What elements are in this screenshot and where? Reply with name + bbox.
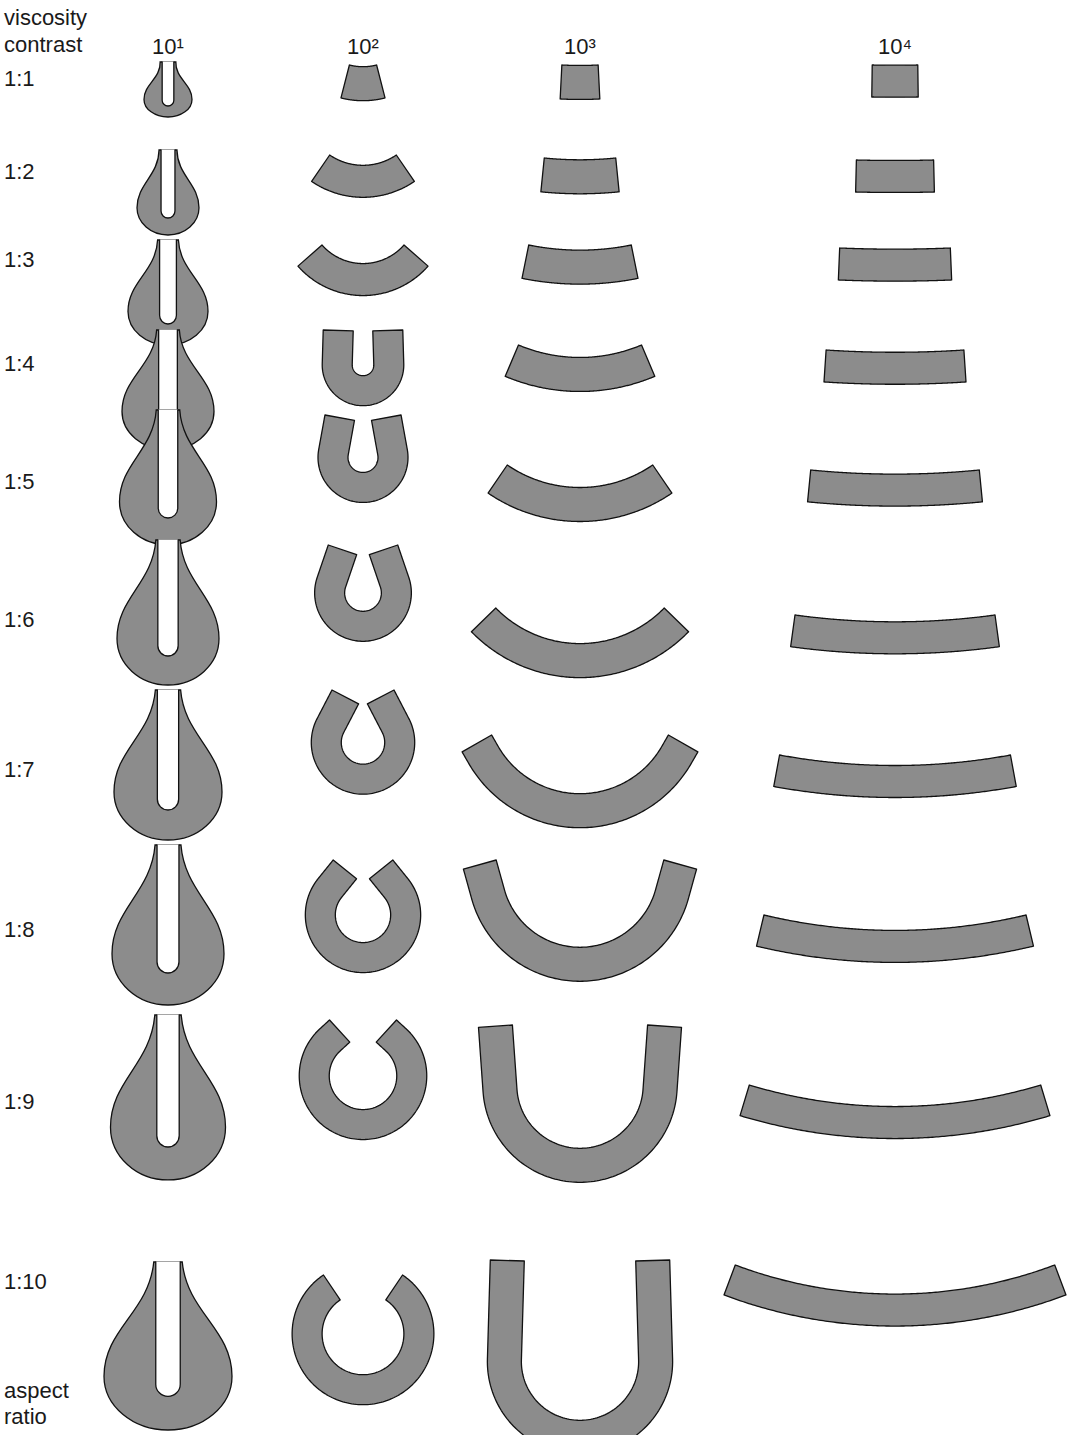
teardrop-slot — [161, 150, 175, 219]
slab-shape — [724, 1265, 1066, 1326]
slab-shape — [322, 330, 404, 406]
teardrop-shape — [120, 410, 217, 545]
row-label: 1:6 — [4, 606, 74, 633]
row-label: 1:3 — [4, 246, 74, 273]
teardrop-outline — [128, 240, 208, 345]
slab-shape — [311, 690, 414, 794]
slab-shape — [808, 470, 983, 506]
slab-shape — [471, 608, 688, 678]
row-label: 1:7 — [4, 756, 74, 783]
row-label: 1:4 — [4, 350, 74, 377]
slab-shape — [560, 65, 600, 99]
slab-shape — [463, 860, 696, 981]
column-header: 10³ — [540, 33, 620, 60]
teardrop-outline — [117, 540, 219, 685]
teardrop-slot — [162, 62, 174, 106]
teardrop-outline — [144, 62, 192, 117]
teardrop-shape — [111, 1015, 226, 1180]
teardrop-shape — [114, 690, 222, 841]
slab-shape — [341, 65, 385, 101]
slab-shape — [774, 755, 1016, 798]
column-header: 10⁴ — [855, 33, 935, 60]
teardrop-slot — [157, 690, 178, 810]
column-header: 10¹ — [128, 33, 208, 60]
slab-shape — [462, 735, 698, 828]
teardrop-shape — [117, 540, 219, 686]
row-label: 1:9 — [4, 1088, 74, 1115]
slab-shape — [292, 1275, 434, 1405]
teardrop-shape — [104, 1262, 232, 1431]
slab-shape — [824, 350, 966, 384]
slab-shape — [838, 248, 951, 281]
slab-shape — [318, 415, 408, 502]
slab-shape — [856, 160, 935, 192]
slab-shape — [505, 345, 655, 391]
teardrop-slot — [156, 1262, 180, 1397]
row-label: 1:1 — [4, 65, 74, 92]
teardrop-slot — [158, 540, 178, 656]
teardrop-shape — [112, 845, 224, 1006]
teardrop-slot — [157, 845, 179, 974]
row-label: 1:2 — [4, 158, 74, 185]
teardrop-outline — [104, 1262, 232, 1430]
slab-shape — [541, 158, 619, 194]
slab-shape — [522, 245, 638, 284]
teardrop-outline — [112, 845, 224, 1005]
teardrop-slot — [157, 1015, 179, 1147]
teardrop-outline — [137, 150, 199, 235]
slab-shape — [757, 915, 1034, 962]
slab-shape — [298, 245, 428, 296]
slab-shape — [791, 615, 1000, 654]
teardrop-outline — [111, 1015, 226, 1180]
slab-shape — [315, 545, 412, 641]
axis-title: aspect ratio — [4, 1378, 94, 1430]
slab-shape — [740, 1085, 1050, 1139]
slab-shape — [488, 465, 672, 522]
slab-shape — [478, 1025, 681, 1182]
slab-shape — [312, 155, 415, 197]
column-header: 10² — [323, 33, 403, 60]
teardrop-slot — [158, 410, 178, 518]
teardrop-shape — [128, 240, 208, 346]
slab-shape — [872, 65, 918, 97]
slab-shape — [487, 1260, 672, 1435]
axis-title: viscosity contrast — [4, 4, 114, 58]
teardrop-shape — [137, 150, 199, 235]
row-label: 1:8 — [4, 916, 74, 943]
teardrop-slot — [160, 240, 177, 324]
row-label: 1:10 — [4, 1268, 74, 1295]
teardrop-shape — [144, 62, 192, 118]
slab-shape — [299, 1020, 427, 1140]
teardrop-outline — [120, 410, 217, 545]
teardrop-outline — [114, 690, 222, 840]
row-label: 1:5 — [4, 468, 74, 495]
slab-shape — [305, 860, 420, 973]
